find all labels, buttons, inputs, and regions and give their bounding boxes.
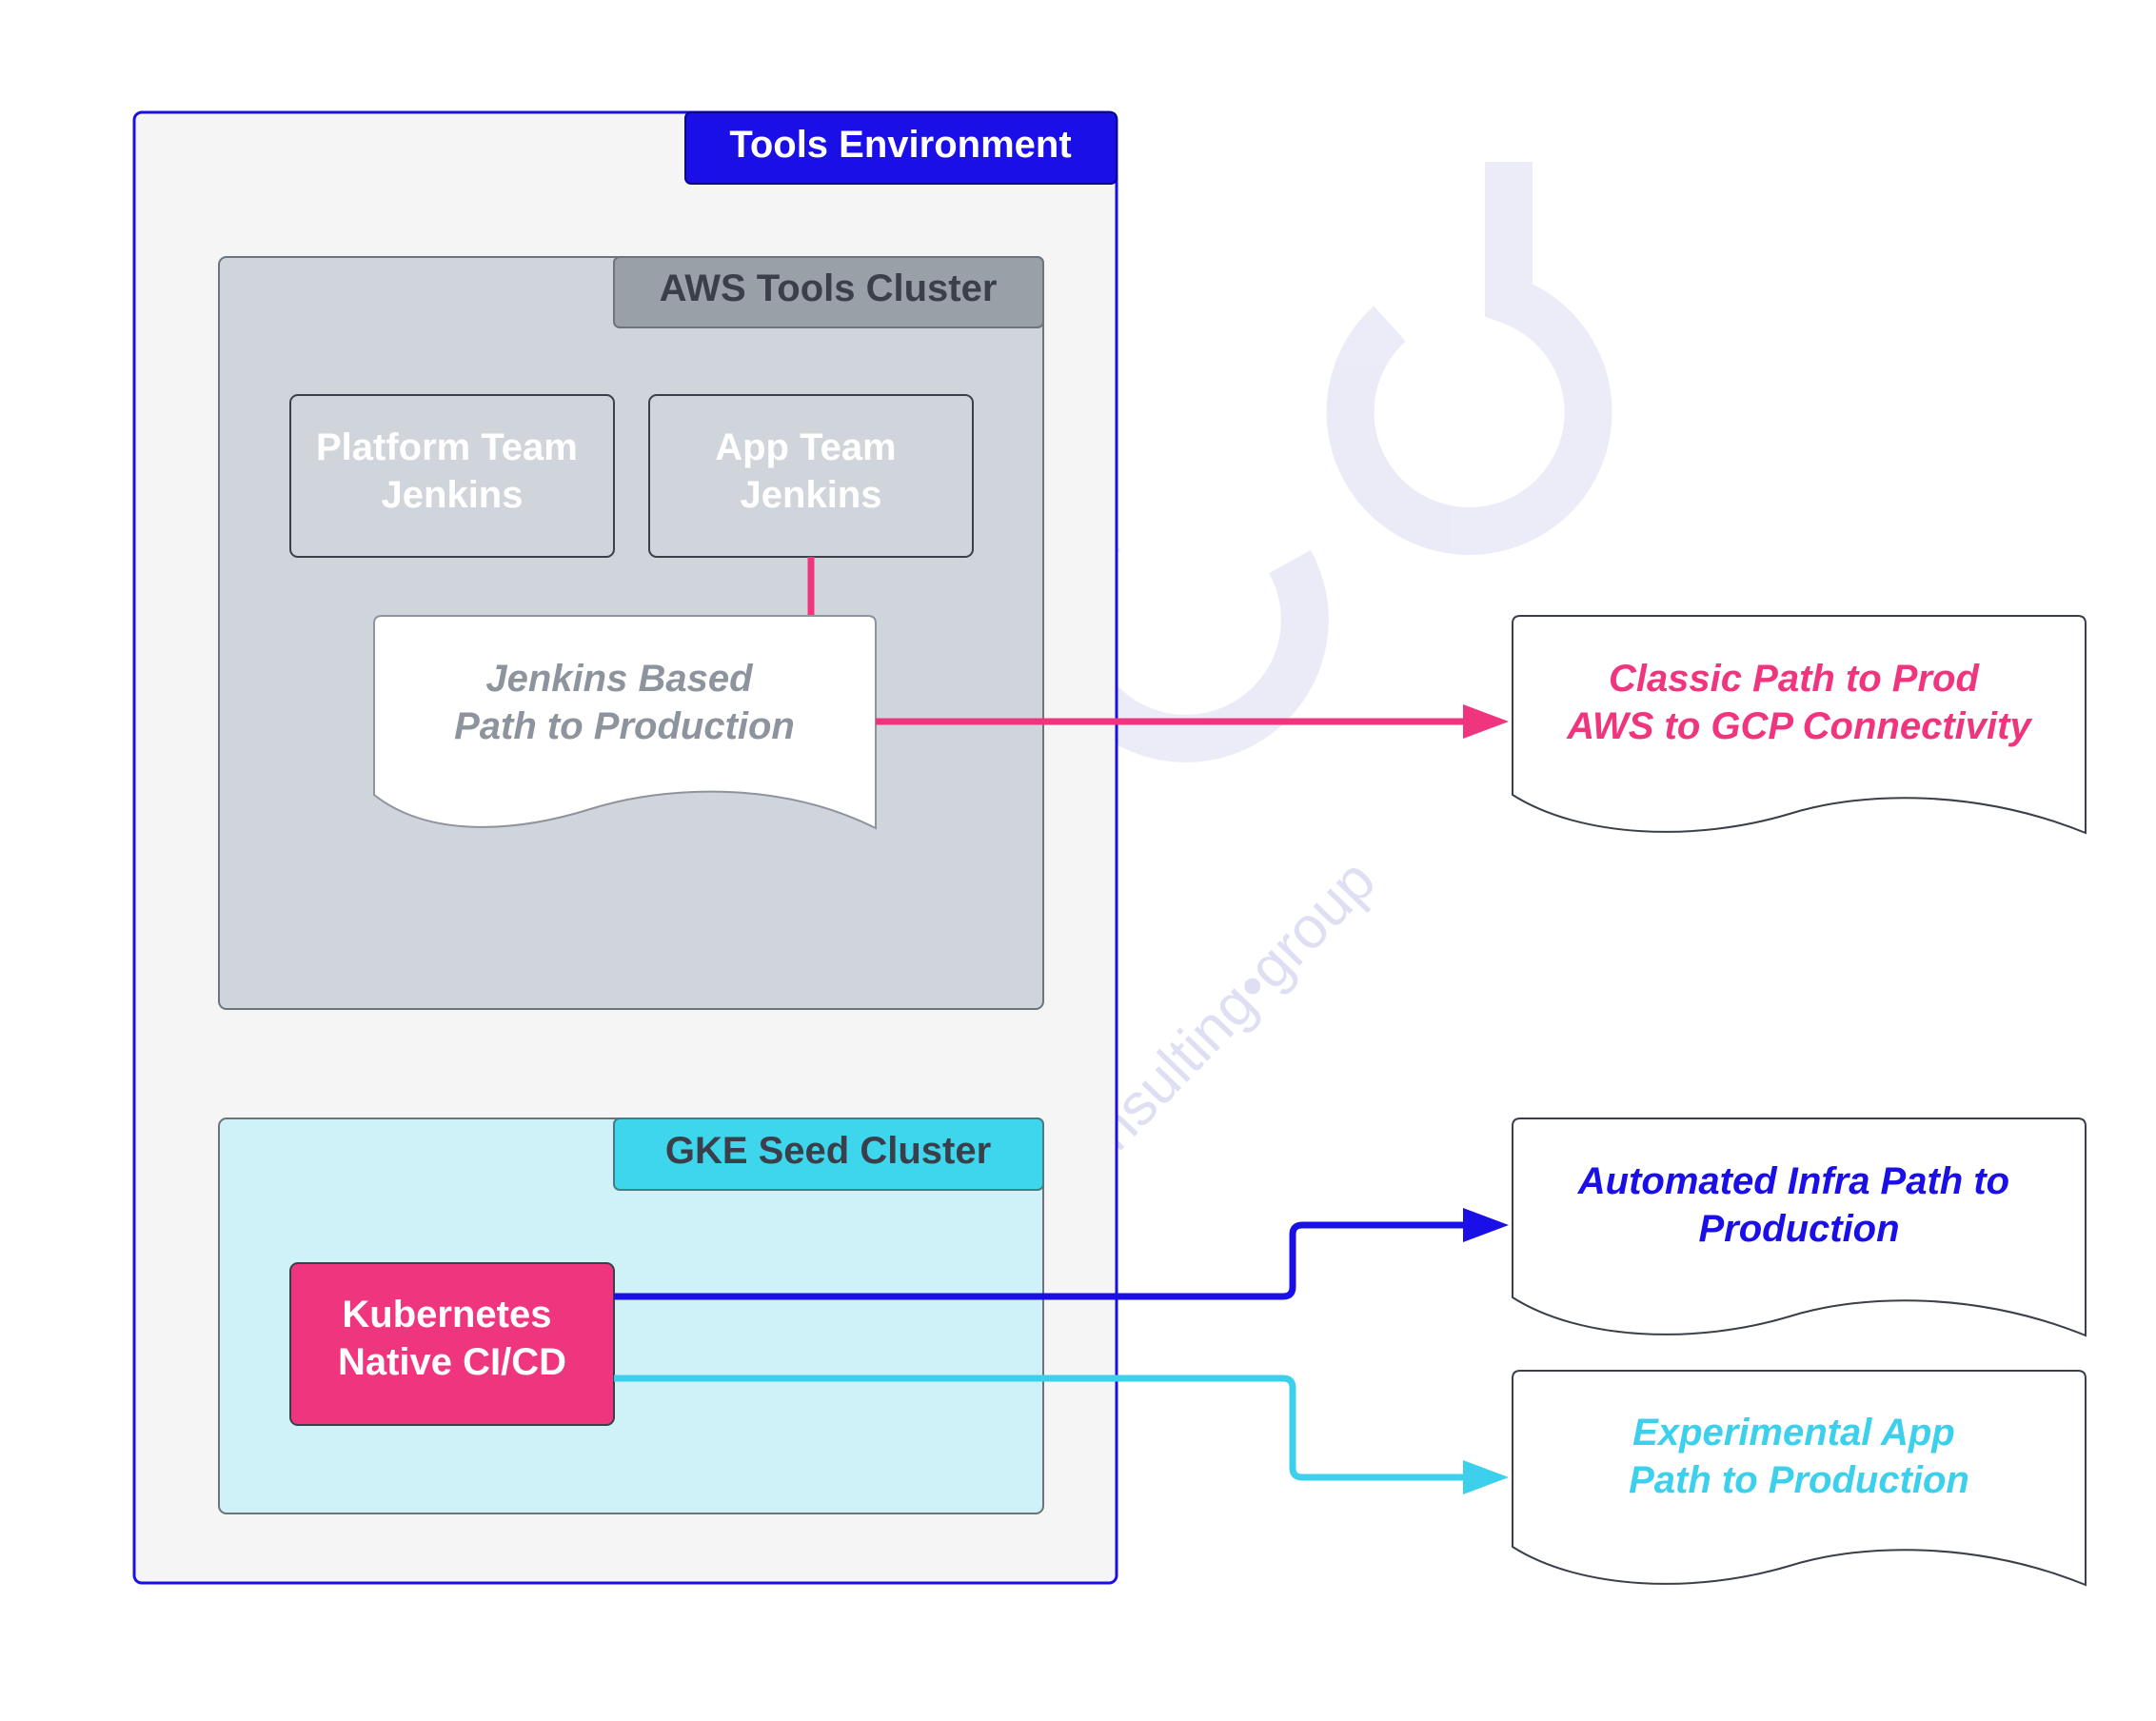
aws-tools-cluster-title-tab [613, 256, 1044, 328]
gke-seed-cluster-title-tab [613, 1118, 1044, 1191]
classic-path-label: Classic Path to Prod AWS to GCP Connecti… [1566, 658, 2032, 747]
automated-infra-path-label: Automated Infra Path to Production [1577, 1160, 2020, 1250]
k8s-to-infra-connector [614, 1221, 1471, 1300]
jenkins-based-path-document[interactable] [373, 615, 877, 830]
experimental-app-path-document[interactable] [1512, 1370, 2087, 1587]
platform-team-jenkins-label: Platform Team Jenkins [316, 426, 588, 516]
k8s-to-experimental-arrowhead [1463, 1460, 1509, 1494]
aws-tools-cluster-title: AWS Tools Cluster [660, 267, 998, 309]
tools-environment-title: Tools Environment [729, 124, 1071, 166]
k8s-to-experimental-connector [614, 1375, 1471, 1481]
experimental-app-path-label: Experimental App Path to Production [1629, 1412, 1969, 1501]
k8s-to-infra-arrowhead [1463, 1208, 1509, 1242]
jenkins-based-path-label: Jenkins Based Path to Production [454, 658, 795, 747]
automated-infra-path-document[interactable] [1512, 1118, 2087, 1337]
gke-seed-cluster-title: GKE Seed Cluster [665, 1130, 991, 1172]
platform-team-jenkins-node[interactable] [289, 394, 615, 558]
kubernetes-native-cicd-node[interactable] [289, 1262, 615, 1426]
kubernetes-native-cicd-label: Kubernetes Native CI/CD [338, 1294, 566, 1383]
jenkins-to-classic-arrowhead [1463, 704, 1509, 739]
tools-environment-title-tab [684, 111, 1118, 185]
app-team-jenkins-label: App Team Jenkins [715, 426, 907, 516]
classic-path-document[interactable] [1512, 615, 2087, 835]
